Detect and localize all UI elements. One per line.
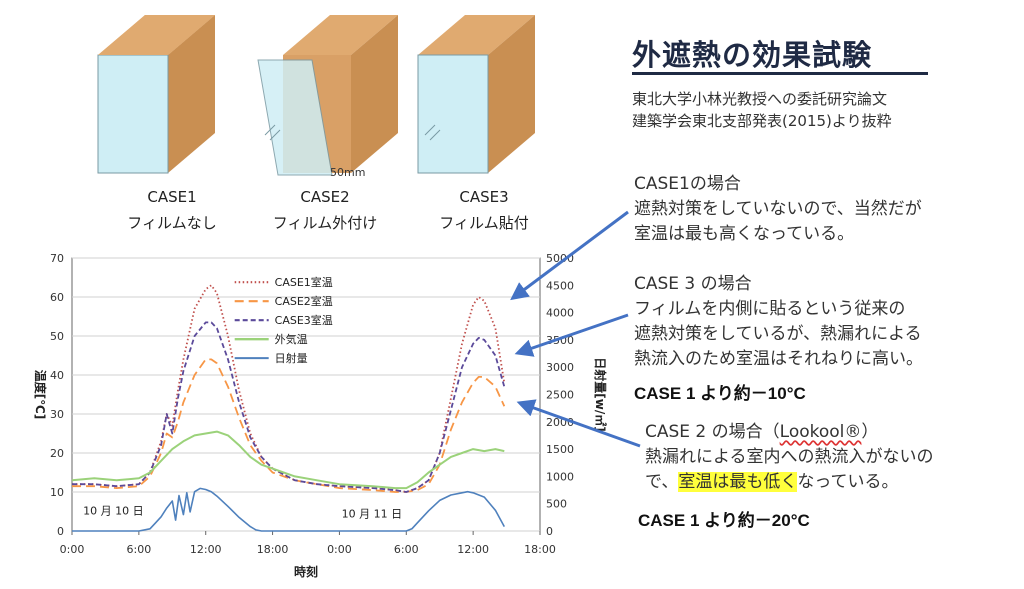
- y2-axis-label: 日射量[w/㎡]: [593, 357, 608, 431]
- case3-box: [417, 15, 535, 174]
- case2-note: CASE 2 の場合（Lookool®） 熱漏れによる室内への熱流入がないの で…: [645, 420, 934, 495]
- case1-desc: フィルムなし: [127, 214, 217, 232]
- case1-note-line1: 遮熱対策をしていないので、当然だが: [634, 199, 922, 219]
- case1-label: CASE1 フィルムなし: [112, 184, 232, 236]
- brand-name: Lookool®: [779, 422, 862, 442]
- case2-head-post: ）: [861, 422, 879, 442]
- page-title: 外遮熱の効果試験: [632, 38, 873, 72]
- legend-label: CASE3室温: [275, 313, 333, 327]
- y-tick-label: 0: [57, 525, 64, 538]
- case3-note-head: CASE 3 の場合: [634, 274, 752, 294]
- case3-label: CASE3 フィルム貼付: [424, 184, 544, 236]
- arrow-case2: [516, 399, 641, 448]
- x-tick-label: 0:00: [327, 543, 352, 556]
- y-tick-label: 40: [50, 369, 64, 382]
- title-underline: [632, 72, 928, 75]
- series-line-2: [72, 358, 506, 493]
- y-tick-label: 50: [50, 330, 64, 343]
- y2-tick-label: 4500: [546, 279, 574, 292]
- x-tick-label: 6:00: [394, 543, 419, 556]
- y-tick-label: 10: [50, 486, 64, 499]
- case3-note-line1: フィルムを内側に貼るという従来の: [634, 299, 906, 319]
- series-line-3: [72, 321, 506, 493]
- y2-tick-label: 4000: [546, 307, 574, 320]
- case2-head-pre: CASE 2 の場合（: [645, 422, 780, 442]
- case3-note-line2: 遮熱対策をしているが、熱漏れによる: [634, 324, 922, 344]
- y2-tick-label: 3000: [546, 361, 574, 374]
- case1-note-line2: 室温は最も高くなっている。: [634, 224, 855, 244]
- case2-note-line2: で、室温は最も低くなっている。: [645, 470, 934, 495]
- y-tick-label: 60: [50, 291, 64, 304]
- arrow-case3: [514, 313, 629, 357]
- y2-tick-label: 1500: [546, 443, 574, 456]
- series-line-5: [72, 487, 506, 532]
- x-tick-label: 0:00: [60, 543, 85, 556]
- y2-tick-label: 0: [546, 525, 553, 538]
- case-illustrations: [97, 15, 535, 176]
- case2-label: CASE2 フィルム外付け: [265, 184, 385, 236]
- y2-tick-label: 1000: [546, 470, 574, 483]
- case2-result: CASE 1 より約－20°C: [638, 511, 810, 530]
- series-line-4: [71, 430, 505, 490]
- y-tick-label: 70: [50, 252, 64, 265]
- date-label: 10 月 11 日: [342, 507, 402, 520]
- y2-tick-label: 500: [546, 498, 567, 511]
- case1-box: [97, 15, 215, 174]
- case3-result: CASE 1 より約－10°C: [634, 384, 806, 403]
- legend-label: 外気温: [275, 332, 308, 346]
- case1-note: CASE1の場合 遮熱対策をしていないので、当然だが 室温は最も高くなっている。: [634, 172, 922, 247]
- legend-label: CASE1室温: [275, 275, 333, 289]
- y-tick-label: 30: [50, 408, 64, 421]
- legend-label: CASE2室温: [275, 294, 333, 308]
- case2-desc: フィルム外付け: [272, 214, 378, 232]
- temperature-chart: 0102030405060700500100015002000250030003…: [33, 252, 608, 579]
- case1-note-head: CASE1の場合: [634, 174, 741, 194]
- case2-name: CASE2: [300, 188, 350, 206]
- case2-note-line1: 熱漏れによる室内への熱流入がないの: [645, 447, 934, 467]
- case2-line2-pre: で、: [645, 472, 679, 492]
- case3-name: CASE3: [459, 188, 509, 206]
- source-line-2: 建築学会東北支部発表(2015)より抜粋: [632, 112, 892, 130]
- x-tick-label: 12:00: [457, 543, 489, 556]
- case3-note-line3: 熱流入のため室温はそれねりに高い。: [634, 349, 923, 369]
- arrow-case1: [510, 210, 629, 301]
- date-label: 10 月 10 日: [83, 505, 143, 518]
- y2-tick-label: 2500: [546, 389, 574, 402]
- case3-desc: フィルム貼付: [439, 214, 529, 232]
- x-tick-label: 12:00: [190, 543, 222, 556]
- plot-area: [71, 257, 541, 532]
- source-line-1: 東北大学小林光教授への委託研究論文: [632, 90, 888, 108]
- case2-line2-post: なっている。: [797, 472, 899, 492]
- gap-label: 50mm: [330, 166, 366, 179]
- y-tick-label: 20: [50, 447, 64, 460]
- y-axis-label: 温度[℃]: [33, 370, 48, 420]
- x-tick-label: 18:00: [257, 543, 289, 556]
- x-tick-label: 18:00: [524, 543, 556, 556]
- case2-box: [257, 15, 398, 176]
- case2-highlight: 室温は最も低く: [678, 472, 798, 492]
- y2-tick-label: 5000: [546, 252, 574, 265]
- legend-label: 日射量: [275, 351, 308, 365]
- x-tick-label: 6:00: [127, 543, 152, 556]
- case3-note: CASE 3 の場合 フィルムを内側に貼るという従来の 遮熱対策をしているが、熱…: [634, 272, 923, 372]
- case2-note-head: CASE 2 の場合（Lookool®）: [645, 420, 934, 445]
- case1-name: CASE1: [147, 188, 197, 206]
- x-axis-label: 時刻: [294, 564, 318, 579]
